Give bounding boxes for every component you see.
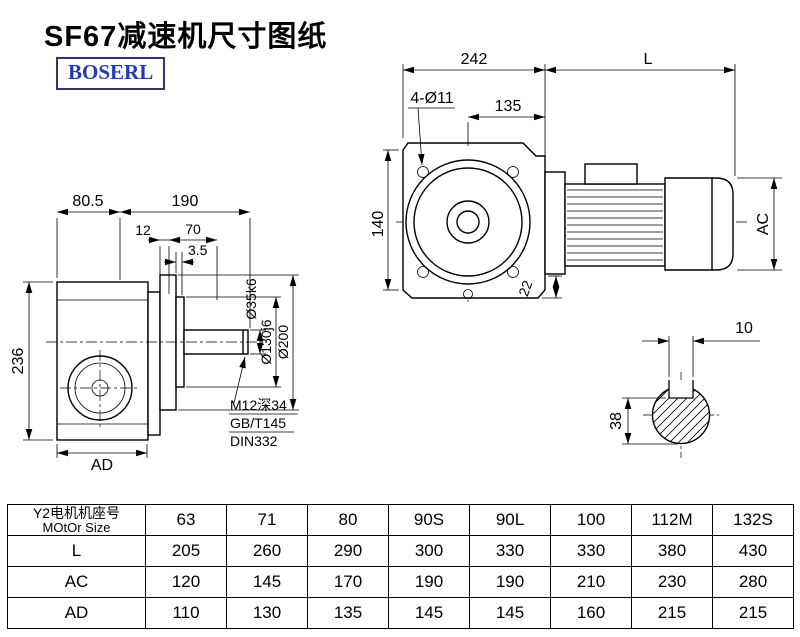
table-row-AC: AC 120 145 170 190 190 210 230 280	[7, 566, 794, 598]
table-cell: 130	[226, 597, 308, 629]
dimension-table: Y2电机机座号 MOtOr Size 63 71 80 90S 90L 100 …	[7, 504, 794, 629]
drain-hole-icon	[463, 289, 473, 299]
table-cell: 215	[712, 597, 794, 629]
shaft-section-view	[643, 372, 719, 458]
table-cell: 145	[469, 597, 551, 629]
hub-circle	[446, 200, 490, 244]
section-dimensions: 10 38	[608, 320, 760, 445]
table-cell: 260	[226, 535, 308, 567]
dim-190: 190	[172, 193, 199, 210]
table-cell: 63	[145, 504, 227, 536]
dim-dia130: Ø130j6	[258, 319, 274, 364]
note-din: DIN332	[230, 433, 278, 449]
table-cell: 90L	[469, 504, 551, 536]
flange-outer-circle	[405, 159, 531, 285]
dim-12: 12	[135, 222, 151, 238]
gearbox-body	[56, 281, 149, 441]
table-cell: 112M	[631, 504, 713, 536]
dim-L: L	[644, 51, 653, 68]
shaft-bore-circle	[456, 210, 480, 234]
side-dimensions: 80.5 190 12 70 3.5 236	[10, 193, 299, 474]
table-cell: 330	[469, 535, 551, 567]
section-hatch	[653, 387, 709, 443]
table-cell: 430	[712, 535, 794, 567]
output-flange	[159, 274, 177, 411]
front-view	[396, 142, 748, 302]
dim-dia200: Ø200	[275, 325, 291, 359]
table-cell: 190	[469, 566, 551, 598]
table-cell: 110	[145, 597, 227, 629]
boserl-logo: BOSERL	[56, 57, 166, 90]
dim-140: 140	[370, 211, 387, 238]
flange-inner-circle	[413, 167, 523, 277]
dim-236: 236	[10, 348, 27, 375]
bolt-hole-icon	[417, 266, 429, 278]
table-cell: 205	[145, 535, 227, 567]
table-row-L: L 205 260 290 300 330 330 380 430	[7, 535, 794, 567]
page-title: SF67减速机尺寸图纸	[44, 21, 328, 53]
keyway	[668, 380, 694, 399]
table-cell: 190	[388, 566, 470, 598]
table-cell: 160	[550, 597, 632, 629]
table-cell: 210	[550, 566, 632, 598]
table-cell: 330	[550, 535, 632, 567]
table-row-AD: AD 110 130 135 145 145 160 215 215	[7, 597, 794, 629]
motor-size-label-en: MOtOr Size	[42, 519, 111, 535]
motor-flange	[544, 171, 566, 275]
table-header-motor-size: Y2电机机座号 MOtOr Size	[7, 504, 146, 536]
table-cell: 80	[307, 504, 389, 536]
row-label-AC: AC	[7, 566, 146, 598]
technical-drawing: 242 L 4-Ø11 135 140 22 AC	[10, 51, 782, 474]
dim-3-5: 3.5	[188, 242, 208, 258]
front-dimensions: 242 L 4-Ø11 135 140 22 AC	[370, 51, 782, 299]
table-cell: 145	[226, 566, 308, 598]
note-m12: M12深34	[230, 397, 287, 413]
row-label-L: L	[7, 535, 146, 567]
row-label-AD: AD	[7, 597, 146, 629]
table-cell: 230	[631, 566, 713, 598]
dim-70: 70	[185, 221, 201, 237]
motor-size-label-cn: Y2电机机座号	[32, 504, 121, 521]
table-cell: 215	[631, 597, 713, 629]
table-cell: 290	[307, 535, 389, 567]
table-cell: 135	[307, 597, 389, 629]
dim-38: 38	[608, 412, 625, 430]
note-gb: GB/T145	[230, 415, 286, 431]
dim-AC: AC	[755, 213, 772, 235]
terminal-box	[584, 163, 638, 185]
dim-22: 22	[515, 278, 535, 298]
table-cell: 170	[307, 566, 389, 598]
housing-outline	[402, 142, 546, 299]
table-cell: 380	[631, 535, 713, 567]
fan-cowl	[664, 177, 734, 271]
table-cell: 71	[226, 504, 308, 536]
bolt-hole-icon	[507, 266, 519, 278]
bearing-housing	[147, 291, 161, 436]
dim-80-5: 80.5	[72, 193, 103, 210]
table-row-motor-size: Y2电机机座号 MOtOr Size 63 71 80 90S 90L 100 …	[7, 504, 794, 536]
dim-242: 242	[461, 51, 488, 68]
dim-4xO11: 4-Ø11	[410, 90, 453, 107]
bolt-hole-icon	[417, 166, 429, 178]
dim-135: 135	[495, 98, 522, 115]
table-cell: 132S	[712, 504, 794, 536]
dim-AD: AD	[91, 457, 113, 474]
side-view	[46, 274, 262, 441]
table-cell: 120	[145, 566, 227, 598]
table-cell: 100	[550, 504, 632, 536]
table-cell: 90S	[388, 504, 470, 536]
dim-10: 10	[735, 320, 753, 337]
table-cell: 280	[712, 566, 794, 598]
motor-cooling-fins	[567, 189, 663, 261]
table-cell: 300	[388, 535, 470, 567]
table-cell: 145	[388, 597, 470, 629]
dim-dia35: Ø35k6	[243, 278, 259, 319]
bolt-hole-icon	[507, 166, 519, 178]
